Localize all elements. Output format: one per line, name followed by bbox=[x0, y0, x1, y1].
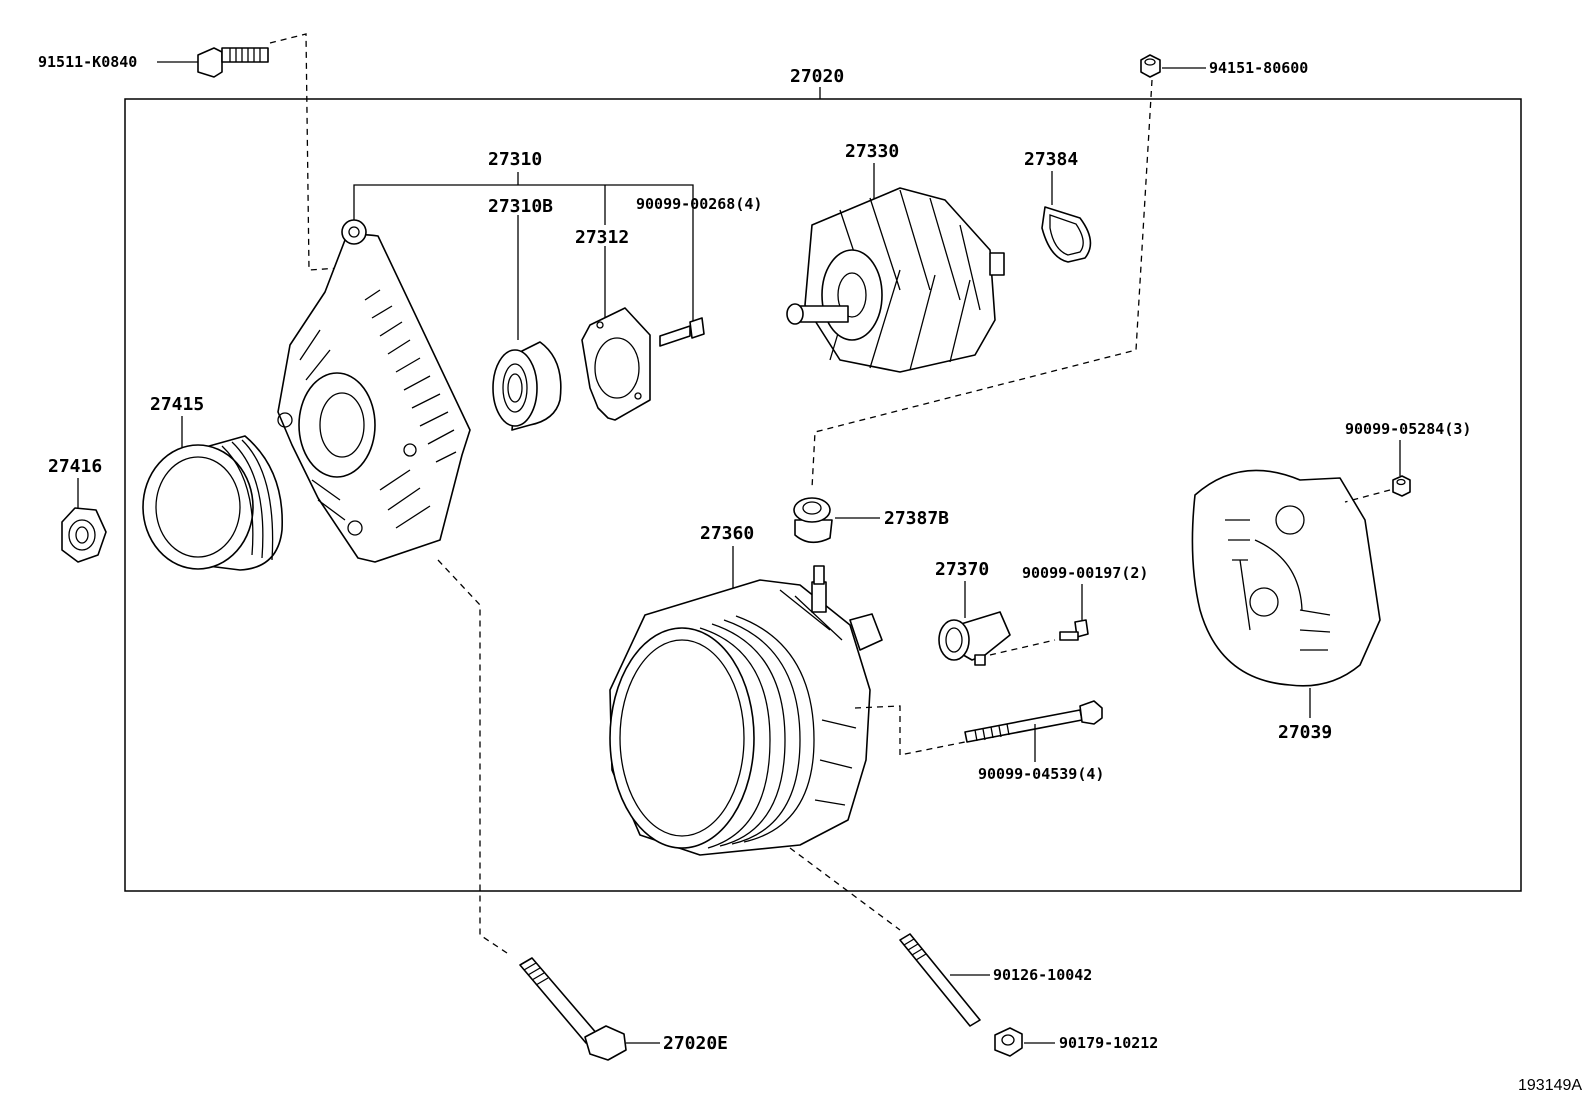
label-through-bolt[interactable]: 90099-04539(4) bbox=[978, 765, 1104, 783]
label-cap[interactable]: 27387B bbox=[884, 508, 949, 529]
mount-bolt[interactable] bbox=[519, 957, 627, 1061]
pulley-nut[interactable] bbox=[61, 507, 107, 563]
label-stator-frame[interactable]: 27360 bbox=[700, 523, 754, 544]
label-insulator[interactable]: 27384 bbox=[1024, 149, 1078, 170]
label-pulley-nut[interactable]: 27416 bbox=[48, 456, 102, 477]
label-stud[interactable]: 90126-10042 bbox=[993, 966, 1092, 984]
pulley[interactable] bbox=[142, 435, 283, 571]
label-bearing[interactable]: 27310B bbox=[488, 196, 553, 217]
label-nut-top-right[interactable]: 94151-80600 bbox=[1209, 59, 1308, 77]
brush-holder[interactable] bbox=[938, 611, 1011, 666]
label-screw-retainer[interactable]: 90099-00268(4) bbox=[636, 195, 762, 213]
stud-nut[interactable] bbox=[994, 1027, 1023, 1057]
label-frame-set[interactable]: 27310 bbox=[488, 149, 542, 170]
label-assembly[interactable]: 27020 bbox=[790, 66, 844, 87]
nut-cover[interactable] bbox=[1392, 475, 1411, 497]
diagram-reference-number: 193149A bbox=[1518, 1077, 1582, 1094]
label-rotor[interactable]: 27330 bbox=[845, 141, 899, 162]
nut-top-right[interactable] bbox=[1140, 54, 1161, 78]
cap[interactable] bbox=[793, 497, 833, 544]
stud[interactable] bbox=[899, 933, 981, 1027]
retainer-plate[interactable] bbox=[581, 307, 651, 421]
rotor[interactable] bbox=[786, 187, 1005, 373]
screw-brush[interactable] bbox=[1059, 619, 1089, 641]
label-pulley[interactable]: 27415 bbox=[150, 394, 204, 415]
screw-retainer[interactable] bbox=[659, 317, 705, 347]
through-bolt[interactable] bbox=[964, 700, 1103, 743]
rear-cover[interactable] bbox=[1191, 469, 1381, 687]
label-retainer[interactable]: 27312 bbox=[575, 227, 629, 248]
drive-end-frame[interactable] bbox=[277, 219, 471, 563]
insulator[interactable] bbox=[1041, 206, 1092, 263]
label-bolt-top-left[interactable]: 91511-K0840 bbox=[38, 53, 137, 71]
label-stud-nut[interactable]: 90179-10212 bbox=[1059, 1034, 1158, 1052]
label-mount-bolt[interactable]: 27020E bbox=[663, 1033, 728, 1054]
label-brush-holder[interactable]: 27370 bbox=[935, 559, 989, 580]
bolt-top-left[interactable] bbox=[197, 47, 269, 78]
stator-frame[interactable] bbox=[609, 565, 883, 856]
label-screw-brush[interactable]: 90099-00197(2) bbox=[1022, 564, 1148, 582]
label-nut-cover[interactable]: 90099-05284(3) bbox=[1345, 420, 1471, 438]
bearing[interactable] bbox=[492, 341, 562, 431]
assembly-boundary-box bbox=[124, 98, 1522, 892]
label-rear-cover[interactable]: 27039 bbox=[1278, 722, 1332, 743]
